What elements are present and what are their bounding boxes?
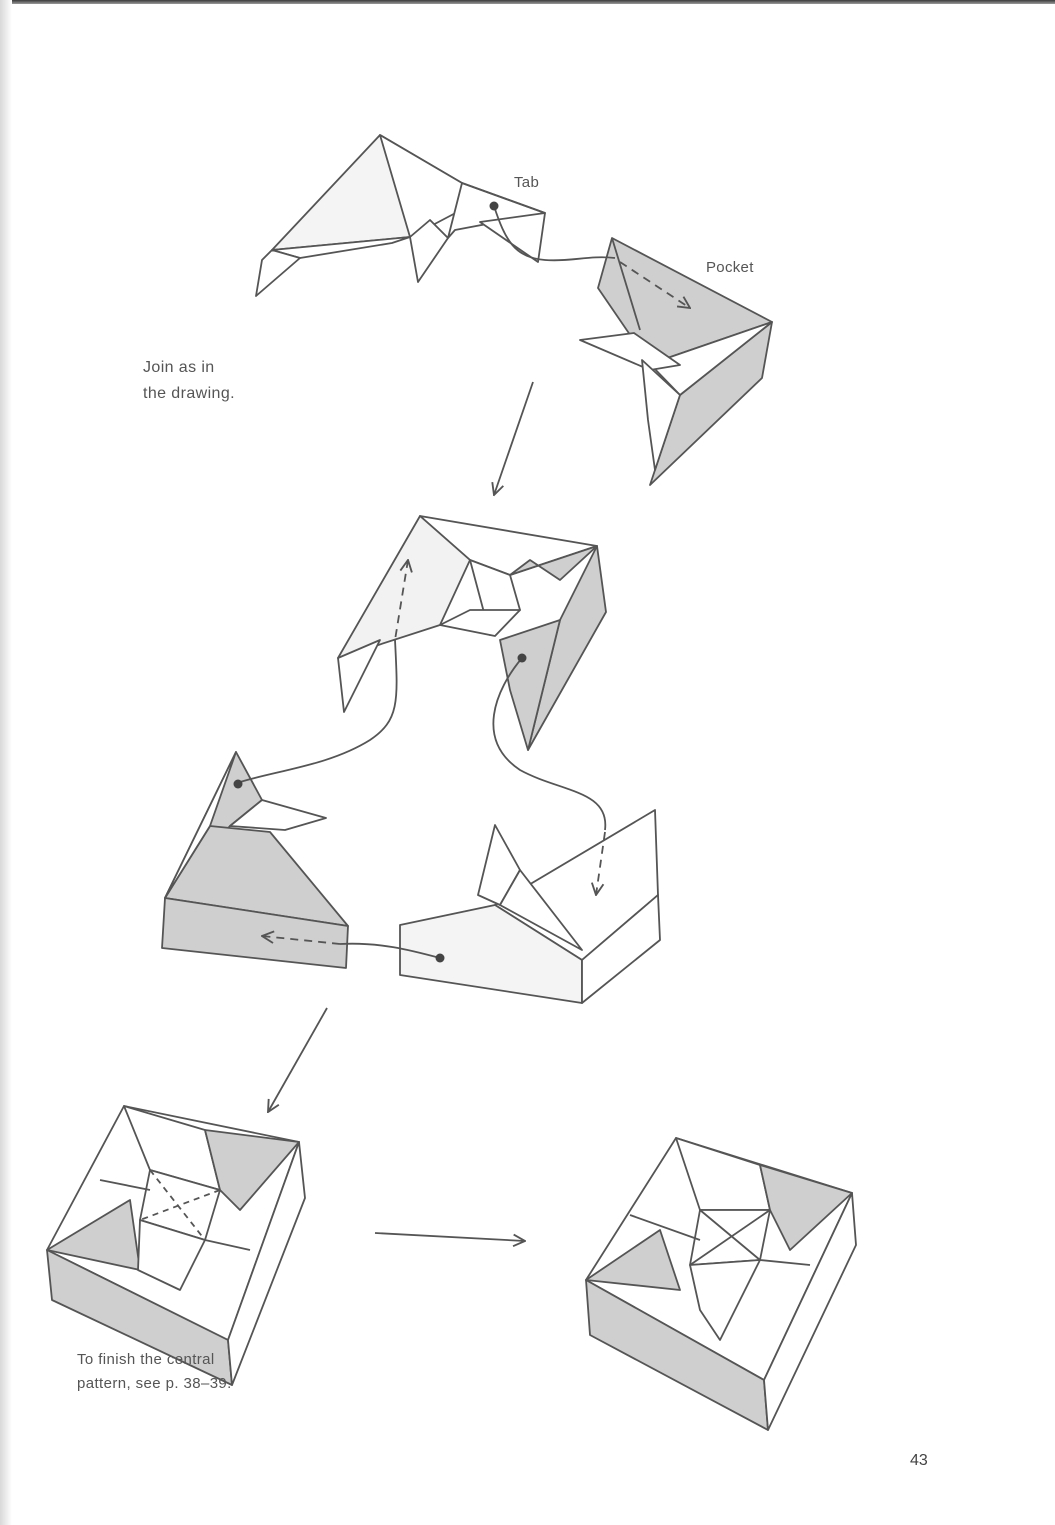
join-instruction-line-2: the drawing. xyxy=(143,381,235,407)
top-unit-step2 xyxy=(338,516,606,750)
finish-instruction: To finish the central pattern, see p. 38… xyxy=(77,1348,232,1396)
join-instruction-line-1: Join as in xyxy=(143,355,235,381)
finished-box-right xyxy=(586,1138,856,1430)
pocket-label: Pocket xyxy=(706,259,754,276)
join-instruction: Join as in the drawing. xyxy=(143,355,235,407)
tab-label: Tab xyxy=(514,174,539,191)
finish-instruction-line-2: pattern, see p. 38–39. xyxy=(77,1372,232,1396)
left-unit-step2 xyxy=(162,752,348,968)
finish-instruction-line-1: To finish the central xyxy=(77,1348,232,1372)
assembled-box-left xyxy=(47,1106,305,1385)
right-unit-step2 xyxy=(400,810,660,1003)
unit-with-tab xyxy=(256,135,545,296)
page-number: 43 xyxy=(910,1452,928,1470)
